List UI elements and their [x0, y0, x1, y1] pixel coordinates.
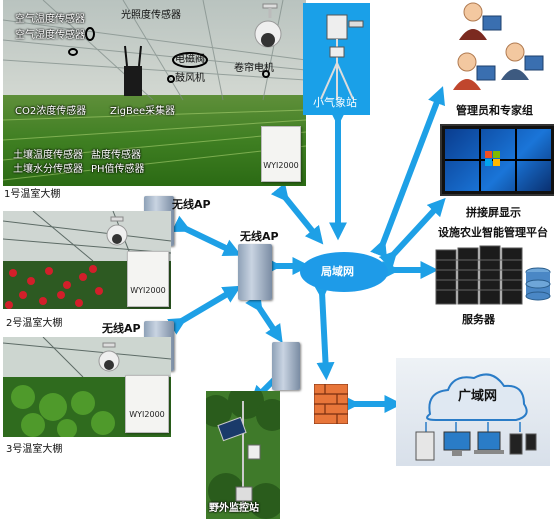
center-ap-label: 无线AP: [240, 230, 279, 243]
platform-label: 设施农业智能管理平台: [438, 226, 548, 239]
ap1-label: 无线AP: [172, 198, 211, 211]
camera-icon-gh1: [254, 3, 282, 48]
wyi2000-label-gh2: WYI2000: [130, 286, 166, 295]
wyi2000-label-gh1: WYI2000: [263, 161, 299, 170]
arrow-gh1-lan: [270, 182, 324, 245]
lan-cloud: [300, 252, 388, 292]
admin-group-label: 管理员和专家组: [456, 104, 533, 117]
arrow-display-lan: [378, 197, 446, 270]
arrow-ap1-center: [171, 215, 242, 256]
wan-devices: [415, 431, 537, 461]
air-temp-sensor-label: 空气温度传感器: [15, 14, 85, 25]
firewall-icon: [314, 384, 348, 424]
wyi2000-label-gh3: WYI2000: [129, 410, 165, 419]
database-icon: [525, 267, 551, 301]
display-wall-label: 拼接屏显示: [466, 206, 521, 219]
greenhouse3-photo: WYI2000: [3, 337, 171, 437]
display-wall-grid: [445, 129, 551, 191]
admin-person-3: [501, 42, 544, 80]
lan-label: 局域网: [321, 265, 354, 278]
curtain-motor-label: 卷帘电机: [234, 63, 274, 74]
field-station-label: 野外监控站: [209, 503, 259, 514]
wan-cloud-icon: [426, 373, 528, 421]
arrow-center-ap4: [245, 293, 283, 343]
admin-group-icon: [425, 0, 550, 100]
soil-moisture-sensor-label: 土壤水分传感器: [13, 164, 83, 175]
blower-label: 鼓风机: [175, 73, 205, 84]
wan-scene: [415, 373, 537, 461]
field-station-photo: 野外监控站: [206, 391, 280, 519]
light-sensor-label: 光照度传感器: [121, 10, 181, 21]
field-station-scene: [206, 391, 280, 519]
wyi2000-device-gh3: WYI2000: [125, 375, 169, 433]
camera-icon-gh3: [98, 342, 120, 372]
greenhouse1-photo: 空气温度传感器 空气湿度传感器 光照度传感器 电磁阀 鼓风机 卷帘电机 CO2浓…: [3, 0, 306, 186]
ap3-label: 无线AP: [102, 322, 141, 335]
windows-logo-icon: [485, 151, 500, 166]
zigbee-collector-label: ZigBee采集器: [110, 106, 176, 117]
display-wall: [440, 124, 554, 196]
greenhouse2-caption: 2号温室大棚: [6, 318, 63, 329]
weather-station-label: 小气象站: [313, 96, 357, 109]
greenhouse3-scene: [3, 337, 171, 437]
greenhouse1-caption: 1号温室大棚: [4, 189, 61, 200]
wyi2000-device-gh1: WYI2000: [261, 126, 301, 182]
air-humidity-sensor-label: 空气湿度传感器: [15, 30, 85, 41]
ap4-icon: [272, 342, 300, 390]
admin-person-1: [459, 2, 502, 40]
center-ap-icon: [238, 244, 272, 300]
wan-label: 广域网: [458, 389, 498, 404]
ph-sensor-label: PH值传感器: [91, 164, 145, 175]
greenhouse1-scene: [3, 0, 306, 186]
weather-station-icon: [320, 14, 364, 100]
greenhouse2-photo: WYI2000: [3, 211, 171, 309]
greenhouse3-caption: 3号温室大棚: [6, 444, 63, 455]
salt-sensor-label: 盐度传感器: [91, 150, 141, 161]
soil-temp-sensor-label: 土壤温度传感器: [13, 150, 83, 161]
co2-sensor-label: CO2浓度传感器: [15, 106, 87, 117]
arrow-lan-firewall: [312, 281, 335, 381]
wan-panel: 广域网: [396, 358, 550, 466]
weather-station-panel: 小气象站: [303, 3, 370, 115]
solenoid-valve-label: 电磁阀: [175, 54, 205, 65]
arrow-admin-lan: [370, 86, 445, 259]
camera-icon-gh2: [106, 216, 128, 246]
server-rack-icon: [435, 245, 551, 305]
wyi2000-device-gh2: WYI2000: [127, 251, 169, 307]
admin-person-2: [453, 52, 496, 90]
arrow-ap3-center: [167, 285, 242, 335]
server-label: 服务器: [462, 313, 495, 326]
